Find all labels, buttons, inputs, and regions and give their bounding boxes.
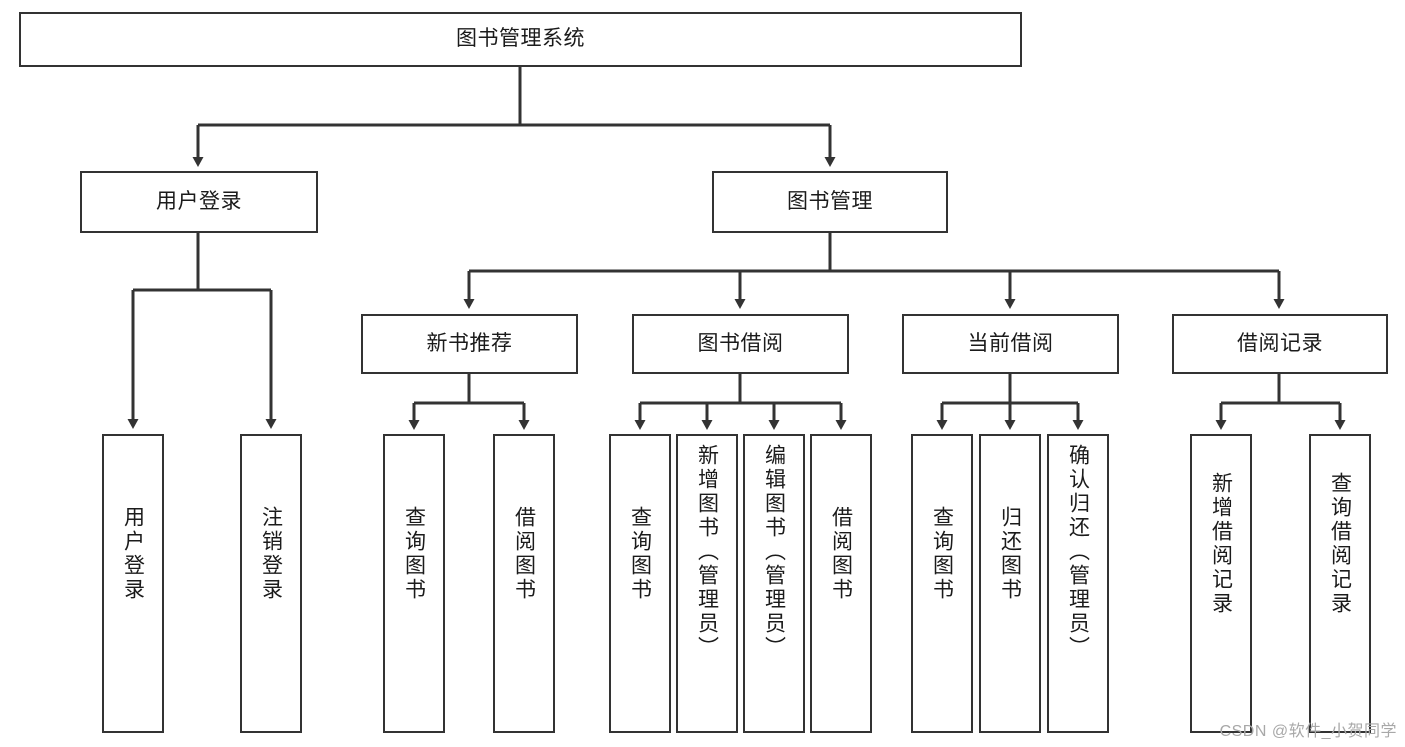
node-leaf-user-logout[interactable]: 注销登录 [240, 434, 302, 733]
node-leaf-user-login-label: 用户登录 [121, 506, 145, 602]
node-leaf-cur-confirm[interactable]: 确认归还（管理员） [1047, 434, 1109, 733]
node-leaf-cur-return-label: 归还图书 [998, 506, 1022, 602]
node-leaf-rec-query2[interactable]: 查询借阅记录 [1309, 434, 1371, 733]
node-leaf-user-login[interactable]: 用户登录 [102, 434, 164, 733]
node-leaf-rec-add-label: 新增借阅记录 [1209, 472, 1233, 616]
node-user-login[interactable]: 用户登录 [80, 171, 318, 233]
node-leaf-borrow-do[interactable]: 借阅图书 [810, 434, 872, 733]
node-leaf-rec-add[interactable]: 新增借阅记录 [1190, 434, 1252, 733]
node-current-borrow-label: 当前借阅 [967, 331, 1054, 355]
node-leaf-rec-query[interactable]: 查询图书 [383, 434, 445, 733]
node-leaf-rec-query-label: 查询图书 [402, 506, 426, 602]
node-leaf-borrow-do-label: 借阅图书 [829, 506, 853, 602]
node-leaf-borrow-add[interactable]: 新增图书（管理员） [676, 434, 738, 733]
node-book-borrow-label: 图书借阅 [697, 331, 784, 355]
node-leaf-rec-borrow-label: 借阅图书 [512, 506, 536, 602]
node-leaf-borrow-edit[interactable]: 编辑图书（管理员） [743, 434, 805, 733]
node-leaf-borrow-query[interactable]: 查询图书 [609, 434, 671, 733]
node-user-login-label: 用户登录 [156, 189, 242, 213]
node-leaf-rec-borrow[interactable]: 借阅图书 [493, 434, 555, 733]
node-leaf-borrow-edit-label: 编辑图书（管理员） [762, 444, 786, 660]
node-leaf-cur-return[interactable]: 归还图书 [979, 434, 1041, 733]
node-new-book-rec-label: 新书推荐 [426, 331, 513, 355]
node-leaf-borrow-query-label: 查询图书 [628, 506, 652, 602]
node-leaf-cur-confirm-label: 确认归还（管理员） [1066, 444, 1090, 660]
node-current-borrow[interactable]: 当前借阅 [902, 314, 1119, 374]
node-borrow-record[interactable]: 借阅记录 [1172, 314, 1388, 374]
node-root[interactable]: 图书管理系统 [19, 12, 1022, 67]
node-book-borrow[interactable]: 图书借阅 [632, 314, 849, 374]
node-borrow-record-label: 借阅记录 [1237, 331, 1323, 355]
node-book-manage[interactable]: 图书管理 [712, 171, 948, 233]
node-leaf-rec-query2-label: 查询借阅记录 [1328, 472, 1352, 616]
node-root-label: 图书管理系统 [456, 27, 585, 51]
node-leaf-cur-query-label: 查询图书 [930, 506, 954, 602]
node-new-book-rec[interactable]: 新书推荐 [361, 314, 578, 374]
node-leaf-user-logout-label: 注销登录 [259, 506, 283, 602]
node-leaf-borrow-add-label: 新增图书（管理员） [695, 444, 719, 660]
node-leaf-cur-query[interactable]: 查询图书 [911, 434, 973, 733]
node-book-manage-label: 图书管理 [787, 189, 873, 213]
